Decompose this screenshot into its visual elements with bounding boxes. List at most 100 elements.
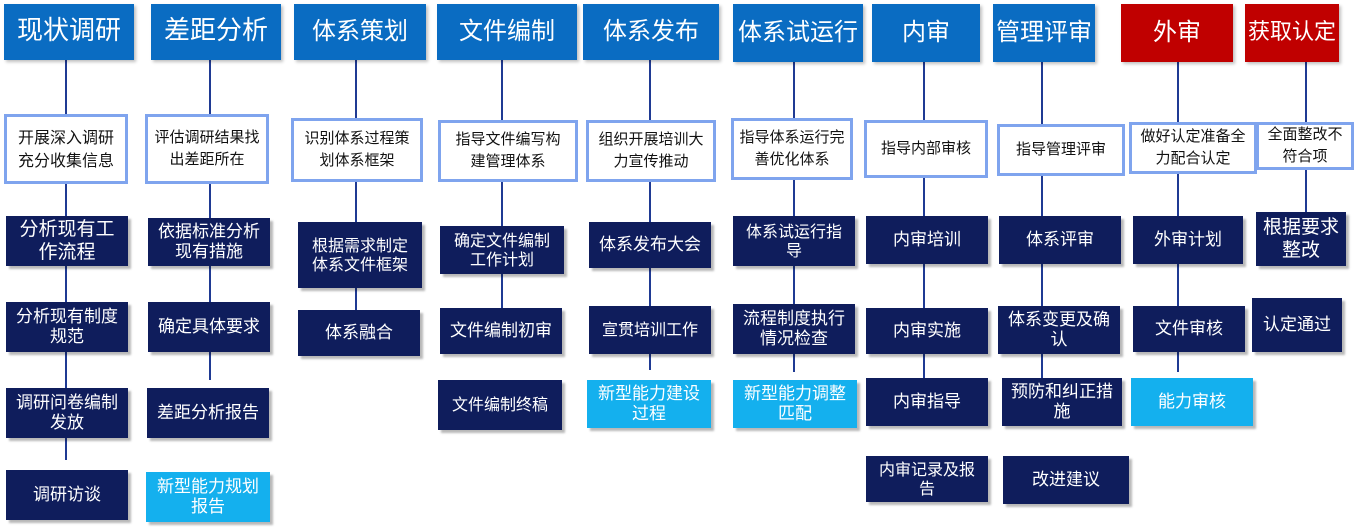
step-label: 文件编制终稿 (451, 395, 548, 415)
step-label: 宣贯培训工作 (601, 320, 698, 340)
step-label: 体系评审 (1026, 229, 1094, 250)
step-label: 流程制度执行情况检查 (743, 308, 845, 349)
step-box: 流程制度执行情况检查 (733, 304, 855, 354)
step-label: 差距分析报告 (157, 402, 259, 423)
step-label: 外审计划 (1154, 229, 1222, 250)
step-label: 文件编制初审 (450, 320, 552, 341)
step-label: 调研访谈 (33, 484, 101, 505)
column-header: 管理评审 (993, 4, 1095, 62)
step-label: 依据标准分析现有措施 (158, 221, 260, 262)
step-box: 新型能力建设过程 (587, 380, 711, 428)
step-label: 新型能力建设过程 (598, 383, 700, 424)
connector-line (355, 60, 357, 320)
step-label: 分析现有工作流程 (19, 218, 115, 263)
step-box: 改进建议 (1003, 456, 1129, 504)
step-label: 新型能力规划报告 (157, 476, 259, 517)
step-label: 调研问卷编制发放 (16, 392, 118, 433)
column-description-text: 指导体系运行完善优化体系 (739, 128, 845, 168)
column-header: 内审 (872, 4, 980, 62)
column-description: 全面整改不符合项 (1256, 122, 1354, 170)
step-label: 确定文件编制工作计划 (453, 230, 550, 269)
step-box: 差距分析报告 (147, 388, 269, 438)
step-box: 外审计划 (1133, 216, 1243, 264)
column-header: 差距分析 (151, 4, 281, 60)
step-box: 调研问卷编制发放 (6, 388, 128, 438)
column-header: 外审 (1121, 4, 1233, 62)
column-description: 识别体系过程策划体系框架 (291, 118, 423, 182)
step-label: 内审记录及报告 (878, 459, 975, 498)
step-label: 体系变更及确认 (1008, 309, 1110, 350)
step-label: 新型能力调整匹配 (744, 383, 846, 424)
step-label: 能力审核 (1158, 391, 1226, 412)
column-header: 获取认定 (1245, 4, 1339, 62)
step-label: 文件审核 (1155, 318, 1223, 339)
step-box: 体系变更及确认 (998, 306, 1120, 354)
column-description: 做好认定准备全力配合认定 (1129, 122, 1257, 174)
step-box: 能力审核 (1131, 378, 1253, 426)
column-description-text: 识别体系过程策划体系框架 (304, 129, 410, 169)
column-header: 现状调研 (4, 4, 134, 60)
step-label: 认定通过 (1263, 314, 1331, 335)
step-box: 文件编制终稿 (438, 380, 562, 430)
step-box: 新型能力调整匹配 (733, 380, 857, 428)
step-box: 预防和纠正措施 (1002, 378, 1122, 426)
connector-line (649, 60, 651, 370)
step-label: 根据要求整改 (1262, 216, 1339, 261)
column-header: 体系试运行 (733, 4, 863, 62)
step-box: 体系发布大会 (589, 222, 711, 268)
step-label: 根据需求制定体系文件框架 (311, 235, 408, 274)
step-box: 根据要求整改 (1256, 212, 1346, 266)
step-label: 分析现有制度规范 (16, 306, 118, 347)
step-box: 体系试运行指导 (733, 216, 855, 266)
step-box: 体系融合 (298, 310, 420, 356)
column-description-text: 评估调研结果找出差距所在 (154, 128, 260, 168)
column-description: 开展深入调研充分收集信息 (4, 114, 128, 184)
step-box: 内审实施 (866, 308, 988, 354)
step-box: 内审记录及报告 (866, 456, 988, 502)
column-description-text: 指导管理评审 (1015, 140, 1106, 159)
column-header: 体系发布 (583, 4, 719, 60)
step-label: 改进建议 (1032, 469, 1100, 490)
step-box: 根据需求制定体系文件框架 (298, 222, 422, 288)
step-label: 内审指导 (893, 391, 961, 412)
column-description: 指导管理评审 (997, 124, 1125, 176)
column-description: 评估调研结果找出差距所在 (145, 114, 269, 184)
step-box: 分析现有制度规范 (6, 302, 128, 352)
connector-line (501, 60, 503, 350)
step-box: 宣贯培训工作 (589, 306, 711, 354)
step-label: 内审培训 (893, 229, 961, 250)
column-description: 指导体系运行完善优化体系 (731, 118, 853, 180)
step-box: 内审指导 (866, 378, 988, 426)
step-box: 依据标准分析现有措施 (148, 218, 270, 266)
step-box: 确定文件编制工作计划 (440, 226, 564, 274)
column-description-text: 组织开展培训大力宣传推动 (598, 130, 704, 170)
column-description-text: 做好认定准备全力配合认定 (1140, 127, 1246, 167)
column-description: 指导内部审核 (864, 120, 988, 178)
step-box: 文件审核 (1133, 306, 1245, 352)
column-description: 指导文件编写构建管理体系 (438, 120, 578, 182)
step-box: 体系评审 (999, 216, 1121, 264)
step-box: 新型能力规划报告 (146, 472, 270, 522)
column-description: 组织开展培训大力宣传推动 (586, 120, 716, 182)
step-label: 体系融合 (325, 322, 393, 343)
step-box: 认定通过 (1252, 298, 1342, 352)
step-label: 确定具体要求 (158, 316, 260, 337)
step-box: 文件编制初审 (440, 308, 562, 354)
step-label: 预防和纠正措施 (1011, 381, 1113, 422)
step-box: 调研访谈 (6, 470, 128, 520)
step-label: 体系发布大会 (599, 234, 701, 255)
step-label: 内审实施 (893, 320, 961, 341)
step-box: 确定具体要求 (148, 302, 270, 352)
step-label: 体系试运行指导 (745, 221, 842, 260)
step-box: 分析现有工作流程 (6, 216, 128, 266)
